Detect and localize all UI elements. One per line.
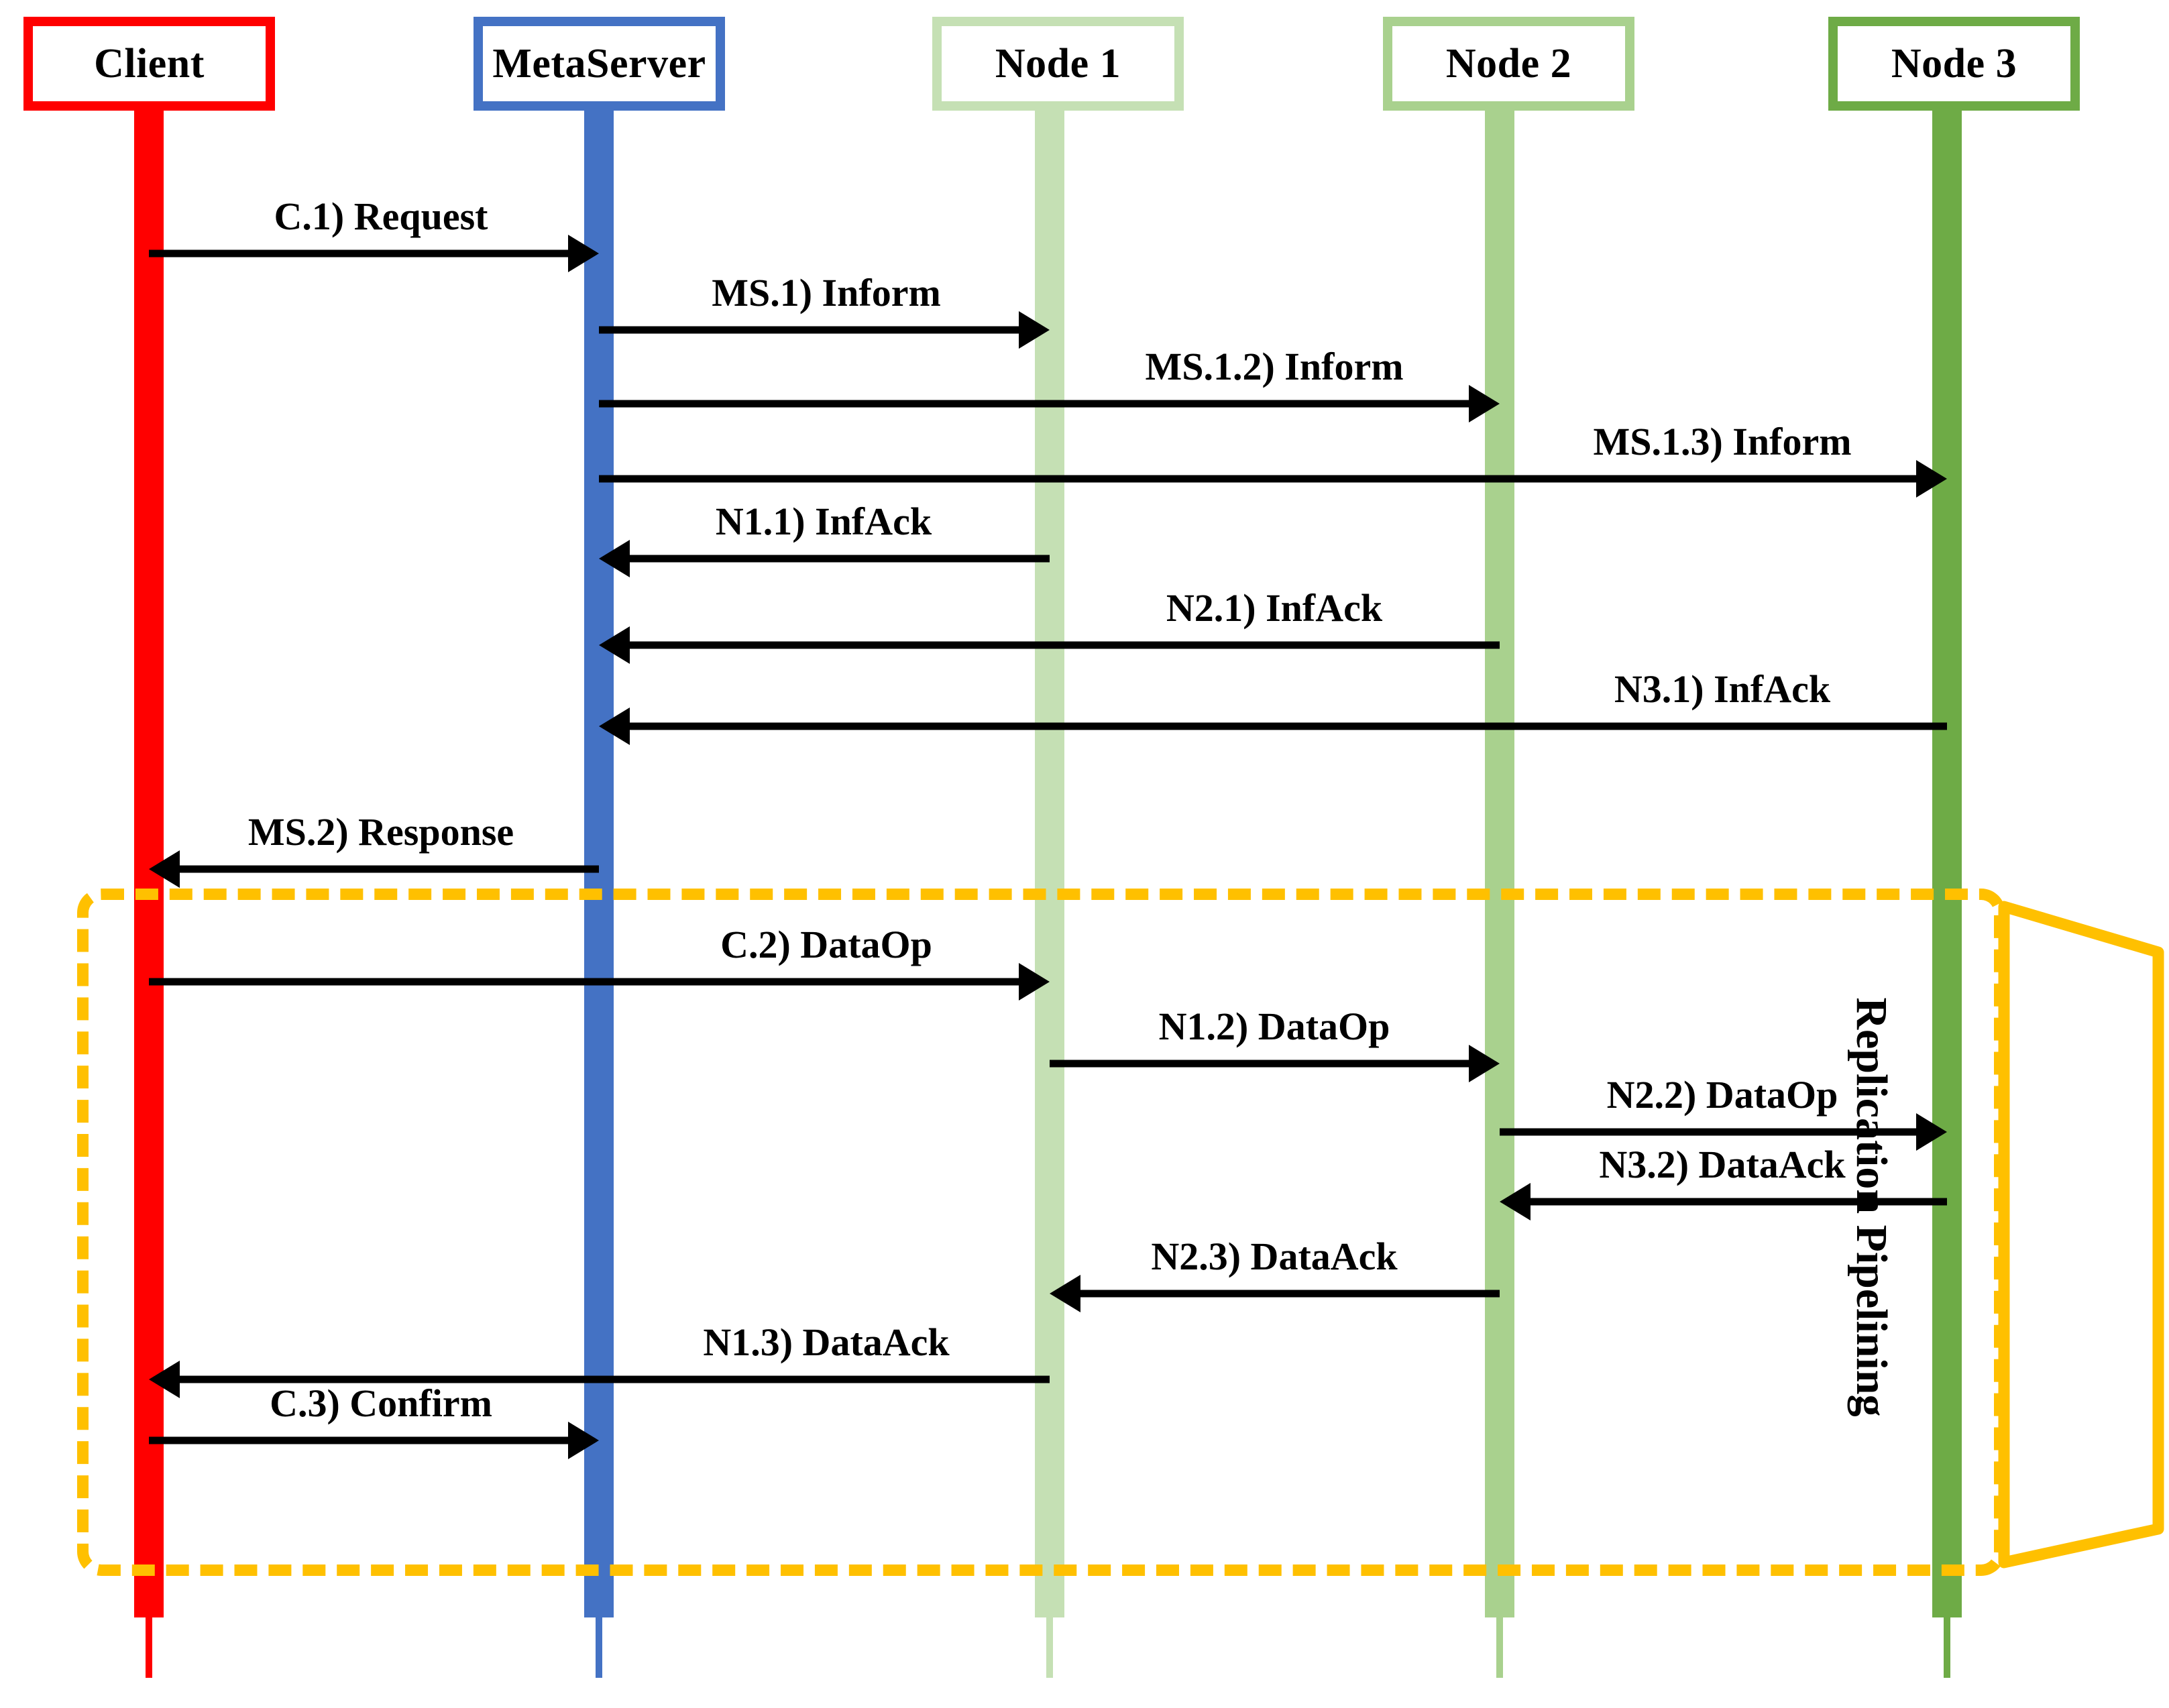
participant-header-node3[interactable]: Node 3 xyxy=(1828,17,2080,111)
participant-label-node3: Node 3 xyxy=(1891,41,2017,87)
arrow-shaft xyxy=(1526,1198,1947,1206)
arrow-shaft xyxy=(626,641,1500,649)
lifeline-tail-node1 xyxy=(1046,1617,1053,1678)
message-label-c3: C.3) Confirm xyxy=(270,1381,492,1425)
participant-header-node2[interactable]: Node 2 xyxy=(1383,17,1634,111)
participant-header-node1[interactable]: Node 1 xyxy=(932,17,1184,111)
participant-header-metaserver[interactable]: MetaServer xyxy=(474,17,725,111)
arrow-shaft xyxy=(149,978,1023,986)
callout-label: Replication Pipelining xyxy=(1847,997,1896,1417)
lifeline-tail-metaserver xyxy=(596,1617,602,1678)
participant-label-node1: Node 1 xyxy=(995,41,1121,87)
arrow-head xyxy=(1469,385,1500,422)
message-label-n22: N2.2) DataOp xyxy=(1606,1073,1838,1117)
arrow-head xyxy=(599,540,630,577)
replication-pipelining-callout xyxy=(1998,901,2164,1569)
message-label-c1: C.1) Request xyxy=(274,194,488,238)
arrow-head xyxy=(568,1422,599,1459)
arrow-head xyxy=(1050,1275,1080,1312)
arrow-shaft xyxy=(1050,1060,1473,1068)
arrow-shaft xyxy=(599,475,1920,483)
arrow-head xyxy=(568,235,599,272)
callout-shape xyxy=(1998,901,2164,1569)
arrow-shaft xyxy=(1076,1290,1500,1298)
arrow-shaft xyxy=(176,865,599,873)
lifeline-metaserver xyxy=(584,109,614,1617)
message-label-n23: N2.3) DataAck xyxy=(1151,1235,1398,1278)
arrow-head xyxy=(1019,963,1050,1001)
lifeline-tail-node3 xyxy=(1944,1617,1950,1678)
message-label-ms1: MS.1) Inform xyxy=(712,271,941,315)
arrow-shaft xyxy=(149,249,572,258)
participant-label-client: Client xyxy=(94,41,205,87)
arrow-head xyxy=(1916,460,1947,498)
lifeline-node2 xyxy=(1485,109,1514,1617)
arrow-shaft xyxy=(1500,1128,1920,1136)
lifeline-node3 xyxy=(1932,109,1962,1617)
lifeline-connector-metaserver xyxy=(596,111,602,124)
participant-header-client[interactable]: Client xyxy=(23,17,275,111)
arrow-head xyxy=(599,707,630,745)
message-label-n31: N3.1) InfAck xyxy=(1614,667,1831,711)
message-label-ms12: MS.1.2) Inform xyxy=(1145,345,1404,388)
arrow-shaft xyxy=(599,400,1473,408)
arrow-shaft xyxy=(176,1375,1050,1383)
message-label-c2: C.2) DataOp xyxy=(720,923,932,966)
lifeline-connector-node2 xyxy=(1496,111,1503,124)
message-label-n21: N2.1) InfAck xyxy=(1166,586,1383,630)
arrow-head xyxy=(1019,311,1050,349)
lifeline-tail-client xyxy=(146,1617,152,1678)
arrow-head xyxy=(1469,1045,1500,1082)
arrow-head xyxy=(149,1361,180,1398)
arrow-head xyxy=(599,626,630,664)
message-label-n32: N3.2) DataAck xyxy=(1599,1143,1846,1186)
arrow-head xyxy=(1916,1113,1947,1151)
participant-label-metaserver: MetaServer xyxy=(492,41,706,87)
lifeline-node1 xyxy=(1035,109,1064,1617)
message-label-ms2: MS.2) Response xyxy=(247,810,514,854)
arrow-shaft xyxy=(149,1436,572,1444)
lifeline-connector-client xyxy=(146,111,152,124)
message-label-n11: N1.1) InfAck xyxy=(715,500,932,543)
message-label-n13: N1.3) DataAck xyxy=(703,1320,950,1364)
lifeline-connector-node3 xyxy=(1944,111,1950,124)
arrow-shaft xyxy=(599,326,1023,334)
arrow-head xyxy=(1500,1183,1531,1220)
arrow-shaft xyxy=(626,555,1050,563)
message-label-ms13: MS.1.3) Inform xyxy=(1593,420,1852,463)
participant-label-node2: Node 2 xyxy=(1445,41,1572,87)
message-label-n12: N1.2) DataOp xyxy=(1158,1005,1390,1048)
lifeline-connector-node1 xyxy=(1046,111,1053,124)
lifeline-tail-node2 xyxy=(1496,1617,1503,1678)
arrow-head xyxy=(149,850,180,888)
arrow-shaft xyxy=(626,722,1947,730)
